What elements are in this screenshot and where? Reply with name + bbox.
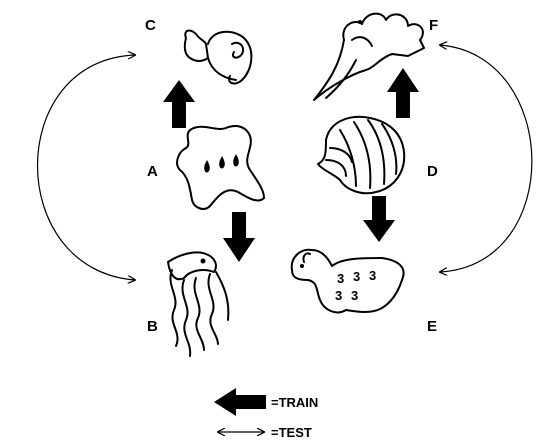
shape-a xyxy=(177,126,264,209)
legend-train-label: =TRAIN xyxy=(271,395,318,410)
train-arrow-d-to-e xyxy=(363,196,395,242)
train-legend-arrow xyxy=(214,388,266,416)
legend-test-label: =TEST xyxy=(271,425,312,440)
legend: =TRAIN =TEST xyxy=(214,388,318,440)
label-e: E xyxy=(427,318,437,335)
label-b: B xyxy=(147,318,158,335)
shape-b xyxy=(168,252,228,356)
digit-3: 3 xyxy=(335,288,342,303)
label-c: C xyxy=(145,17,156,34)
train-arrow-d-to-f xyxy=(387,68,419,118)
shape-c xyxy=(185,31,252,84)
digit-3: 3 xyxy=(351,288,358,303)
label-a: A xyxy=(147,163,158,180)
digit-3: 3 xyxy=(353,269,360,284)
shape-e: 3 3 3 3 3 xyxy=(292,250,404,313)
digit-3: 3 xyxy=(369,268,376,283)
train-arrow-a-to-c xyxy=(163,80,195,128)
test-arrow-right xyxy=(440,45,532,272)
shape-d xyxy=(318,117,404,193)
label-d: D xyxy=(427,163,438,180)
train-arrow-a-to-b xyxy=(223,212,255,262)
label-f: F xyxy=(429,17,438,34)
test-arrow-left xyxy=(38,55,136,280)
digit-3: 3 xyxy=(337,271,344,286)
